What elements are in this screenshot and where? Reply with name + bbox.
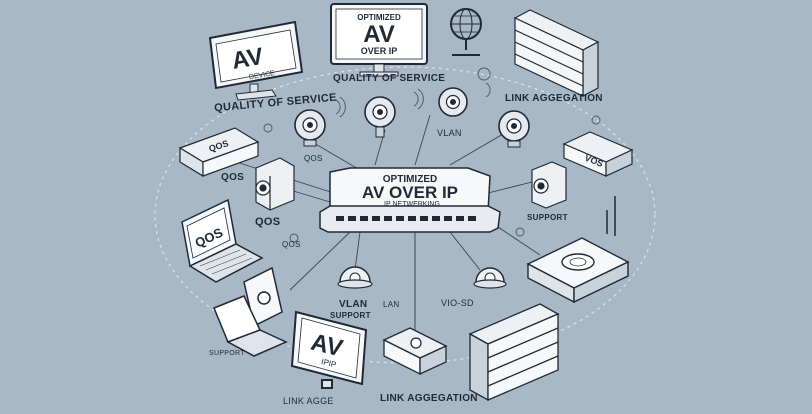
laptop-lower-left — [213, 266, 288, 357]
vos-device-right: VOS — [562, 131, 634, 177]
monitor-top-center-line1: OPTIMIZED — [357, 13, 401, 22]
globe-icon — [450, 8, 482, 56]
dome-camera-icon — [473, 267, 507, 289]
label-link-aggegation-top: LINK AGGEGATION — [505, 93, 603, 104]
signal-icons — [263, 67, 601, 243]
monitor-top-left-text: AV — [230, 43, 266, 75]
label-vlan-support-2: SUPPORT — [330, 311, 371, 320]
label-lan: LAN — [383, 300, 400, 309]
label-link-agg-bottom-left: LINK AGGE — [283, 396, 334, 406]
switch-ports — [336, 216, 476, 221]
monitor-top-left: AV DEVICE — [208, 20, 304, 101]
server-rack-top — [513, 9, 600, 97]
monitor-top-center: OPTIMIZED AV OVER IP — [330, 3, 428, 77]
antenna-icon — [606, 196, 616, 236]
camera-icons — [294, 87, 530, 148]
label-qos-lower: QOS — [282, 240, 301, 249]
camera-icon — [498, 110, 530, 148]
camera-icon — [294, 109, 326, 147]
label-qos-small: QOS — [304, 154, 323, 163]
label-quality-center: QUALITY OF SERVICE — [333, 73, 446, 84]
monitor-top-center-line3: OVER IP — [361, 46, 398, 56]
monitor-top-left-sub: DEVICE — [248, 70, 275, 81]
switch-line2: AV OVER IP — [362, 183, 458, 202]
camera-lower-group — [337, 266, 507, 289]
dome-camera-icon — [337, 266, 373, 289]
label-qos-left: QOS — [221, 172, 245, 183]
monitor-bottom-sub: IPIP — [320, 357, 337, 369]
server-rack-bottom — [468, 303, 560, 402]
label-video: VIO-SD — [441, 298, 474, 308]
label-support-left: SUPPORT — [209, 350, 245, 357]
qos-device-left: QOS — [178, 127, 260, 178]
monitor-bottom: AV IPIP — [290, 310, 368, 389]
label-qos-mid: QOS — [255, 216, 281, 228]
av-amplifier-right — [526, 237, 630, 304]
av-encoder-box — [382, 327, 448, 376]
label-vlan-support-1: VLAN — [339, 299, 368, 310]
camera-icon — [438, 87, 468, 117]
speaker-right — [531, 161, 567, 209]
monitor-top-center-line2: AV — [363, 21, 395, 48]
label-link-aggregation-bottom: LINK AGGEGATION — [380, 393, 478, 404]
camera-icon — [364, 96, 396, 138]
central-switch: OPTIMIZED AV OVER IP IP NETWERKING — [319, 167, 501, 233]
switch-line1: OPTIMIZED — [383, 174, 437, 185]
label-vlan-top: VLAN — [437, 128, 462, 138]
speaker-left — [255, 157, 295, 211]
laptop-left: QOS — [181, 198, 264, 283]
switch-line3: IP NETWERKING — [384, 201, 440, 208]
label-support-right: SUPPORT — [527, 213, 568, 222]
